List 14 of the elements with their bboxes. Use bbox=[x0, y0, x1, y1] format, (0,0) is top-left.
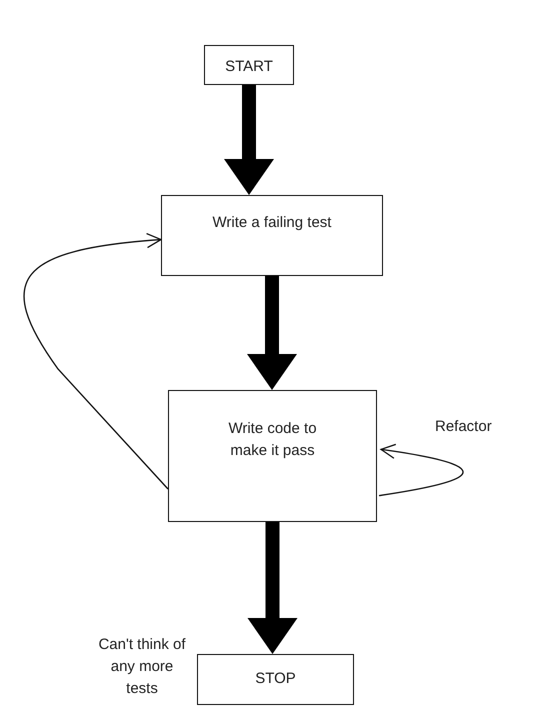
process-box bbox=[168, 390, 377, 522]
process-box bbox=[204, 45, 294, 85]
process-box bbox=[197, 654, 354, 705]
block-arrow bbox=[248, 522, 298, 654]
box-label: START bbox=[225, 57, 273, 77]
note-text: Can't think of any more tests bbox=[97, 635, 187, 698]
box-label: Write a failing test bbox=[212, 213, 332, 233]
block-arrow bbox=[247, 276, 297, 390]
block-arrow bbox=[224, 85, 274, 195]
curved-arrow bbox=[23, 233, 168, 490]
box-label: STOP bbox=[255, 669, 296, 689]
process-box bbox=[161, 195, 383, 276]
curved-arrow bbox=[378, 444, 464, 496]
box-label: Write code to make it pass bbox=[227, 419, 318, 461]
